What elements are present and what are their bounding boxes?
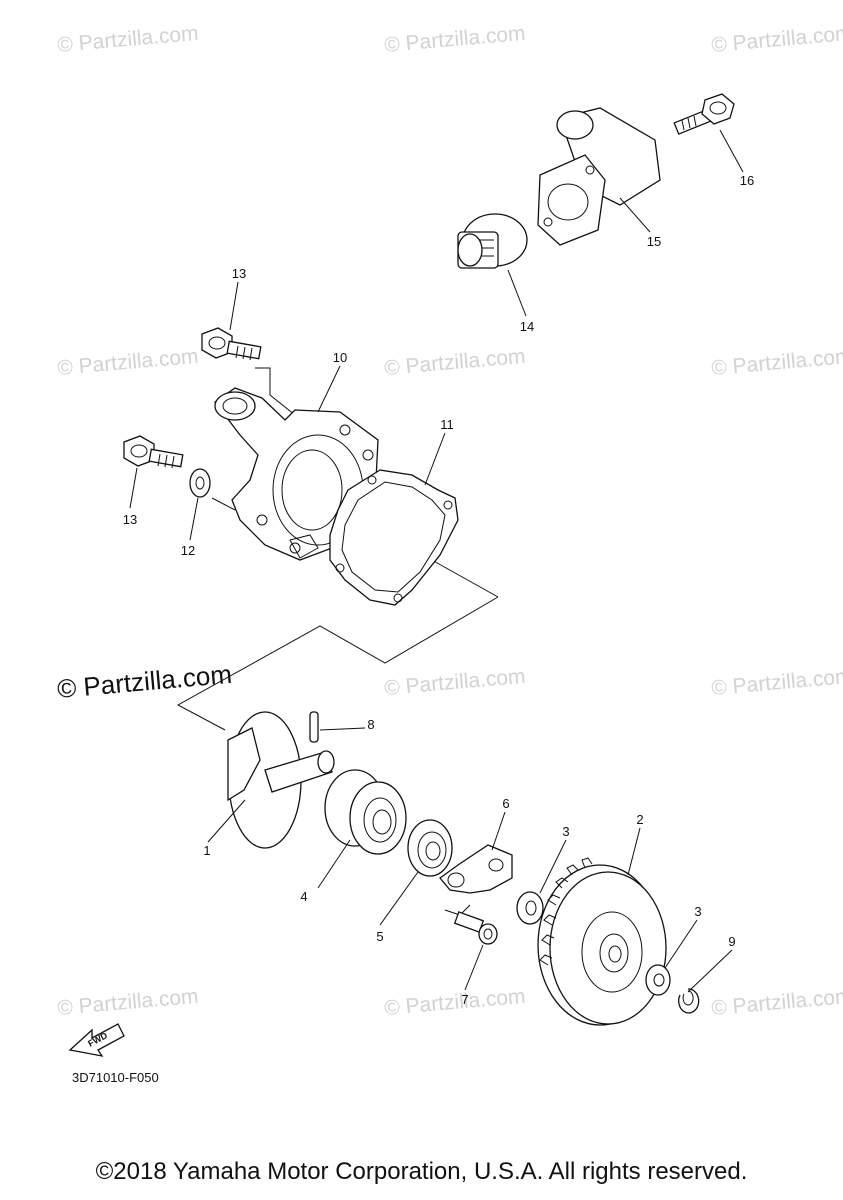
part-6-plate — [439, 844, 513, 894]
callout-13a: 13 — [232, 266, 246, 281]
watermark: © Partzilla.com — [710, 665, 843, 700]
part-14-thermostat — [457, 213, 528, 269]
callout-13b: 13 — [123, 512, 137, 527]
watermark: © Partzilla.com — [56, 22, 199, 57]
callout-14: 14 — [520, 319, 534, 334]
callout-labels: 1 2 3 3 4 5 6 7 8 9 10 11 12 13 13 14 15… — [123, 173, 754, 1007]
watermark: © Partzilla.com — [383, 22, 526, 57]
callout-2: 2 — [636, 812, 643, 827]
callout-12: 12 — [181, 543, 195, 558]
part-2-gear — [537, 857, 667, 1026]
watermark: © Partzilla.com — [383, 665, 526, 700]
watermark: © Partzilla.com — [710, 22, 843, 57]
assembly-line-washer12 — [211, 497, 236, 511]
part-1-impeller-shaft — [227, 711, 335, 849]
callout-10: 10 — [333, 350, 347, 365]
callout-7: 7 — [461, 992, 468, 1007]
callout-4: 4 — [300, 889, 307, 904]
part-11-gasket — [329, 469, 459, 606]
part-13a-bolt — [201, 327, 262, 361]
leader-lines — [129, 129, 744, 993]
callout-3b: 3 — [694, 904, 701, 919]
watermark: © Partzilla.com — [56, 345, 199, 380]
assembly-line-bolt7 — [444, 904, 471, 916]
watermark: © Partzilla.com — [56, 985, 199, 1020]
assembly-outline-lower — [176, 596, 499, 731]
watermark: © Partzilla.com — [383, 985, 526, 1020]
watermark: © Partzilla.com — [710, 985, 843, 1020]
part-13b-bolt — [123, 435, 184, 469]
assembly-line-bolt13 — [255, 367, 296, 416]
fwd-arrow-icon: FWD — [68, 1023, 125, 1057]
part-3b-washer — [645, 964, 671, 996]
part-4-oil-seal — [324, 769, 407, 855]
copyright-footer: ©2018 Yamaha Motor Corporation, U.S.A. A… — [95, 1158, 748, 1185]
part-5-bearing — [407, 819, 453, 877]
watermark: © Partzilla.com — [710, 345, 843, 380]
part-15-thermostat-cover — [537, 107, 661, 246]
callout-16: 16 — [740, 173, 754, 188]
diagram-code: 3D71010-F050 — [72, 1070, 159, 1085]
callout-8: 8 — [367, 717, 374, 732]
callout-5: 5 — [376, 929, 383, 944]
watermark-featured: © Partzilla.com — [56, 659, 233, 704]
callout-15: 15 — [647, 234, 661, 249]
callout-11: 11 — [440, 417, 454, 432]
part-7-bolt — [453, 911, 498, 945]
part-9-circlip — [678, 988, 700, 1014]
part-16-bolt — [673, 93, 735, 135]
part-12-washer — [189, 468, 211, 498]
callout-9: 9 — [728, 934, 735, 949]
callout-3a: 3 — [562, 824, 569, 839]
part-3a-washer — [516, 891, 544, 925]
callout-6: 6 — [502, 796, 509, 811]
callout-1: 1 — [203, 843, 210, 858]
watermark: © Partzilla.com — [383, 345, 526, 380]
part-8-pin — [309, 711, 319, 743]
